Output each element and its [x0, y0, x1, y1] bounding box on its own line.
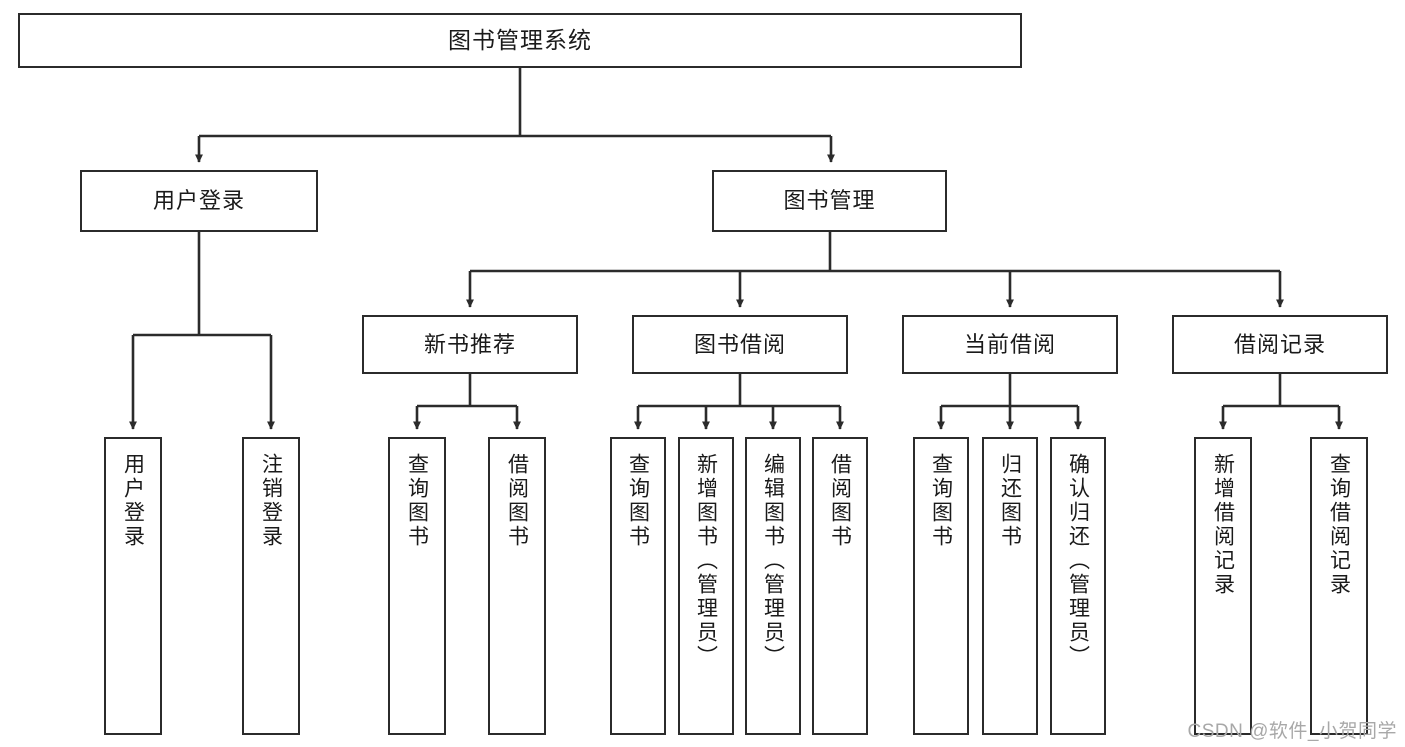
node-leaf-borrow-book[interactable]: 借阅图书	[812, 437, 868, 735]
node-label: 新增借阅记录	[1211, 453, 1235, 597]
node-borrow-record[interactable]: 借阅记录	[1172, 315, 1388, 374]
node-label: 查询图书	[929, 453, 953, 549]
node-label: 确认归还（管理员）	[1066, 453, 1090, 669]
node-label: 图书管理	[783, 188, 876, 214]
watermark: CSDN @软件_小贺同学	[1187, 721, 1397, 742]
node-current-borrow[interactable]: 当前借阅	[902, 315, 1118, 374]
node-leaf-query-book-borrow[interactable]: 查询图书	[610, 437, 666, 735]
node-leaf-query-borrow-record[interactable]: 查询借阅记录	[1310, 437, 1368, 735]
node-user-login[interactable]: 用户登录	[80, 170, 318, 232]
node-label: 借阅图书	[505, 453, 529, 549]
node-label: 用户登录	[152, 188, 245, 214]
node-root-system[interactable]: 图书管理系统	[18, 13, 1022, 68]
node-label: 查询图书	[626, 453, 650, 549]
node-book-management[interactable]: 图书管理	[712, 170, 947, 232]
node-leaf-confirm-return-admin[interactable]: 确认归还（管理员）	[1050, 437, 1106, 735]
node-label: 图书借阅	[693, 331, 786, 357]
node-label: 归还图书	[998, 453, 1022, 549]
node-leaf-edit-book-admin[interactable]: 编辑图书（管理员）	[745, 437, 801, 735]
node-leaf-query-book-recommend[interactable]: 查询图书	[388, 437, 446, 735]
node-label: 借阅记录	[1233, 331, 1326, 357]
node-label: 用户登录	[121, 453, 145, 549]
node-leaf-user-login[interactable]: 用户登录	[104, 437, 162, 735]
node-label: 借阅图书	[828, 453, 852, 549]
node-leaf-return-book[interactable]: 归还图书	[982, 437, 1038, 735]
node-label: 注销登录	[259, 453, 283, 549]
node-book-borrow[interactable]: 图书借阅	[632, 315, 848, 374]
node-label: 查询借阅记录	[1327, 453, 1351, 597]
node-label: 当前借阅	[963, 331, 1056, 357]
node-leaf-logout[interactable]: 注销登录	[242, 437, 300, 735]
node-label: 新增图书（管理员）	[694, 453, 718, 669]
node-label: 查询图书	[405, 453, 429, 549]
node-leaf-borrow-book-recommend[interactable]: 借阅图书	[488, 437, 546, 735]
node-label: 编辑图书（管理员）	[761, 453, 785, 669]
node-new-book-recommend[interactable]: 新书推荐	[362, 315, 578, 374]
node-leaf-add-borrow-record[interactable]: 新增借阅记录	[1194, 437, 1252, 735]
node-label: 新书推荐	[423, 331, 516, 357]
node-label: 图书管理系统	[448, 27, 592, 54]
node-leaf-query-book-current[interactable]: 查询图书	[913, 437, 969, 735]
node-leaf-add-book-admin[interactable]: 新增图书（管理员）	[678, 437, 734, 735]
